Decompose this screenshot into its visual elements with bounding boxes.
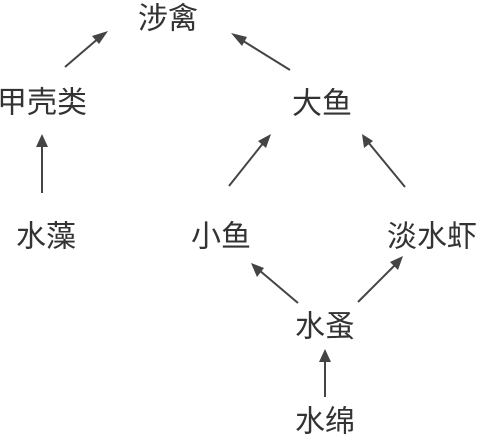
node-water-flea: 水蚤 bbox=[295, 310, 355, 345]
edge-water-flea-to-freshwater-shrimp bbox=[357, 256, 403, 303]
nodes-layer: 涉禽 甲壳类 大鱼 水藻 小鱼 淡水虾 水蚤 水绵 bbox=[0, 2, 477, 440]
edge-small-fish-to-big-fish bbox=[228, 134, 271, 187]
node-algae: 水藻 bbox=[16, 220, 76, 255]
edge-crustaceans-to-wading-birds bbox=[64, 31, 108, 68]
edge-big-fish-to-wading-birds bbox=[231, 33, 291, 71]
edge-algae-to-crustaceans bbox=[36, 134, 48, 193]
node-wading-birds: 涉禽 bbox=[138, 2, 198, 37]
node-freshwater-shrimp: 淡水虾 bbox=[387, 220, 477, 255]
node-water-cotton: 水绵 bbox=[295, 405, 355, 440]
edge-water-cotton-to-water-flea bbox=[319, 349, 331, 397]
node-big-fish: 大鱼 bbox=[292, 87, 352, 122]
edge-freshwater-shrimp-to-big-fish bbox=[362, 134, 406, 188]
node-crustaceans: 甲壳类 bbox=[0, 86, 87, 121]
edge-water-flea-to-small-fish bbox=[251, 263, 299, 304]
node-small-fish: 小鱼 bbox=[191, 220, 251, 255]
edges-layer bbox=[36, 31, 406, 397]
